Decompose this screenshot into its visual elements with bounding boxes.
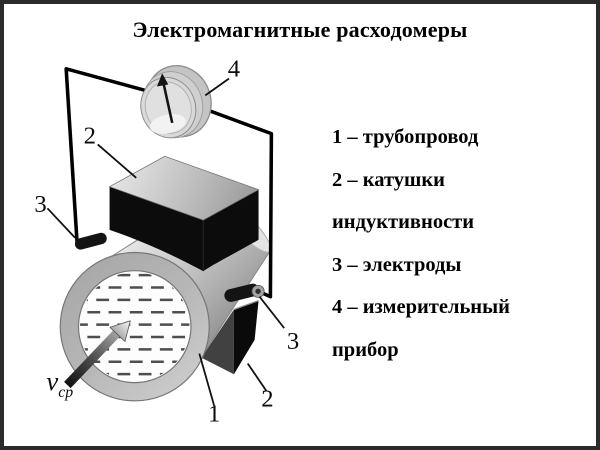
flowmeter-diagram: vср 4 2 3 3 2 1 (34, 56, 299, 428)
pointer-coil-top (97, 143, 137, 179)
wire-right (200, 106, 274, 299)
callout-3-electrode-right: 3 (287, 328, 299, 355)
gauge-needle (162, 82, 174, 124)
coil-top-right-face (203, 189, 259, 272)
meter-gauge (140, 65, 212, 139)
pipe-front-ring (59, 251, 210, 402)
pointer-meter (204, 77, 230, 97)
velocity-label: vср (46, 366, 73, 401)
flow-arrow-shaft (64, 329, 122, 389)
coil-bottom-right-face (233, 300, 259, 375)
legend-item-electrodes: 3 – электроды (332, 253, 462, 276)
legend-item-pipe: 1 – трубопровод (332, 126, 479, 148)
pointer-coil-bottom (246, 362, 268, 392)
wire-left (64, 67, 151, 244)
coil-top-face (108, 155, 260, 221)
electrode-right (224, 283, 265, 302)
callout-lines (46, 77, 285, 406)
coil-bottom-left-face (201, 309, 234, 375)
circuit-wire (64, 67, 274, 299)
pipe-wall-annulus (59, 251, 210, 402)
flow-arrow-head (109, 320, 131, 342)
electrode-cap-center (255, 288, 261, 294)
pointer-electrode-right (258, 296, 285, 329)
gauge-needle-head (156, 73, 169, 87)
callout-2-coil-top: 2 (84, 123, 96, 150)
induction-coil-top (108, 155, 260, 272)
legend-item-coils: 2 – катушки индуктивности (332, 168, 475, 234)
callout-4-meter: 4 (228, 56, 240, 83)
coil-top-left-face (109, 186, 204, 272)
legend-item-meter: 4 – измерительный прибор (332, 296, 510, 361)
legend: 1 – трубопровод 2 – катушки индуктивност… (332, 116, 556, 371)
callout-3-electrode-left: 3 (34, 191, 46, 218)
callout-labels: 4 2 3 3 2 1 (34, 56, 299, 428)
induction-coil-bottom (201, 300, 259, 375)
flow-arrow (64, 320, 131, 389)
gauge-scale-window (149, 113, 186, 134)
callout-2-coil-bottom: 2 (261, 386, 273, 413)
pointer-electrode-left (46, 207, 76, 239)
electrode-left (74, 232, 107, 250)
page-title: Электромагнитные расходомеры (132, 17, 468, 42)
callout-1-pipe: 1 (208, 400, 220, 427)
pointer-pipe (198, 353, 216, 406)
coil-bottom-edge-highlight (233, 300, 259, 311)
